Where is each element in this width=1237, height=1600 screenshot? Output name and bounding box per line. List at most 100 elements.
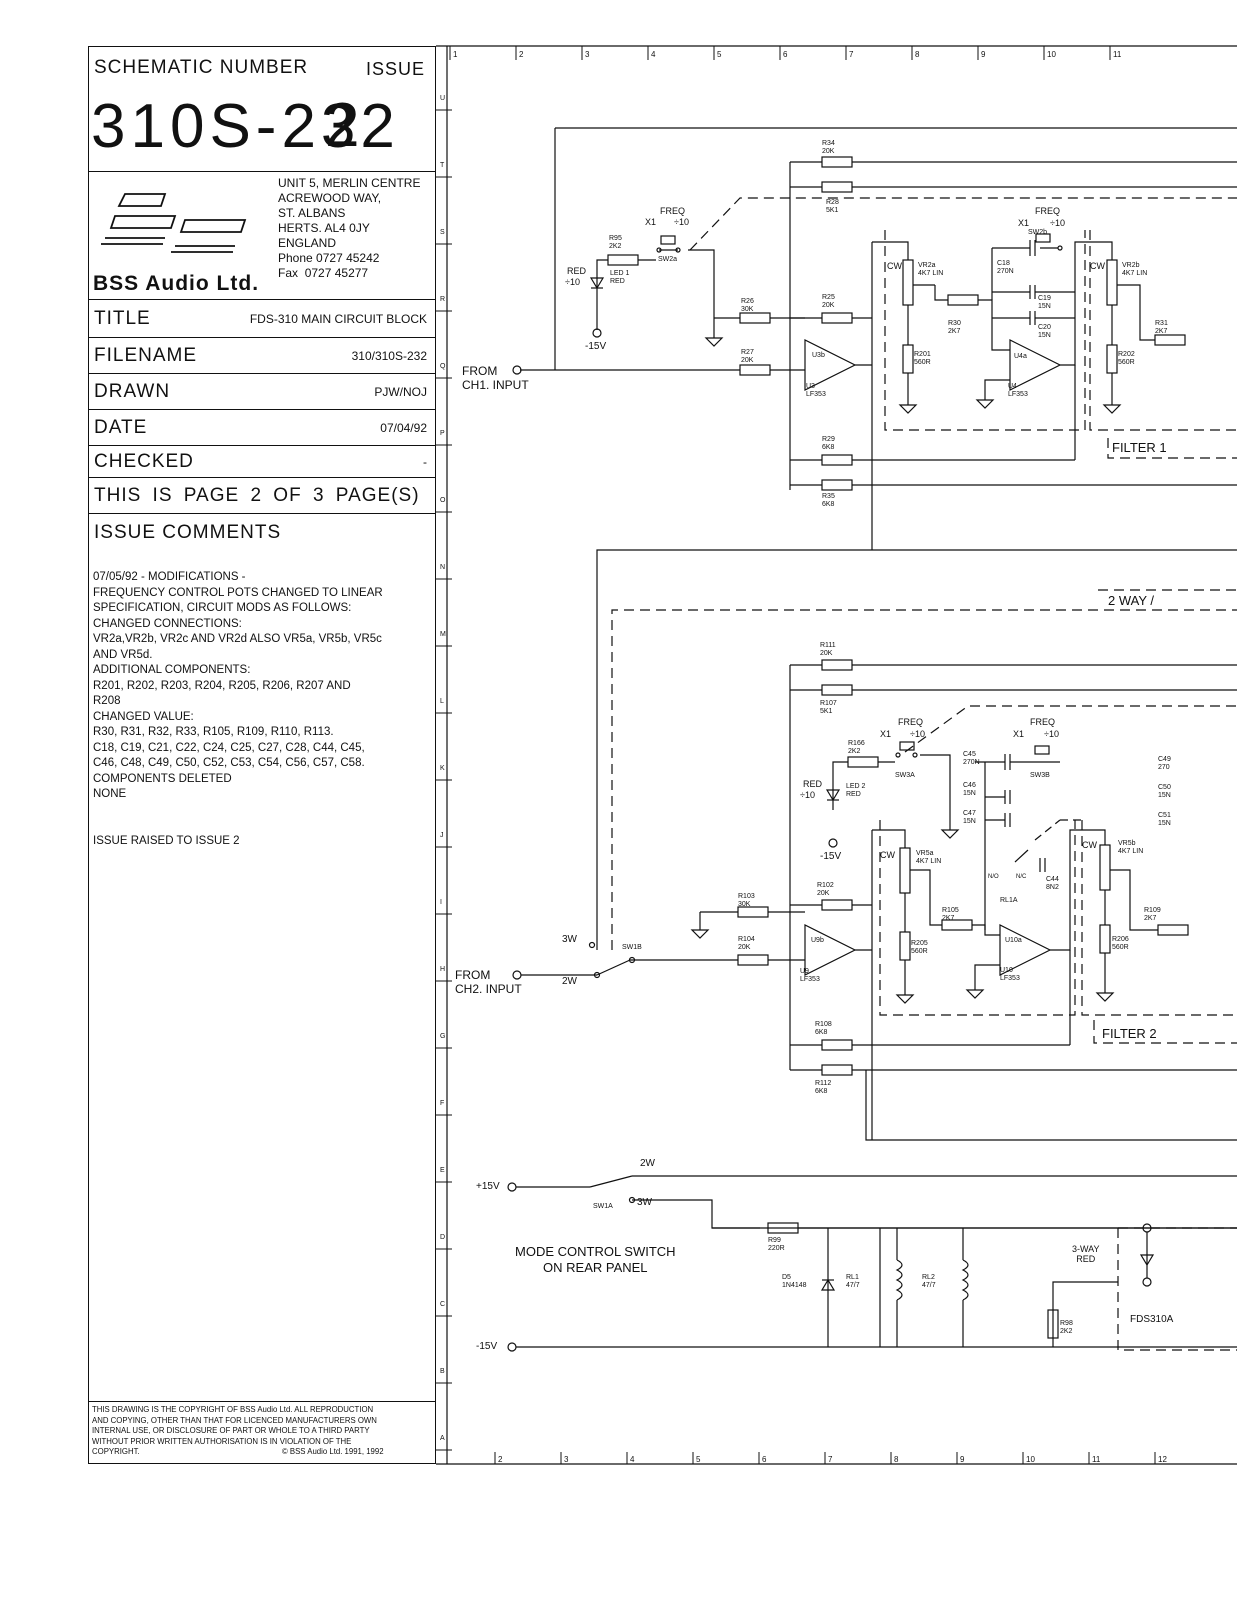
value: 20K: [741, 357, 754, 364]
ch1-input-terminal: [512, 365, 522, 375]
switch-contact: [1057, 245, 1063, 251]
grid-row-label: P: [440, 430, 445, 437]
value: 6K8: [815, 1088, 828, 1095]
grid-row-label: M: [440, 631, 446, 638]
date-row: DATE 07/04/92: [89, 410, 435, 446]
value: LF353: [806, 391, 826, 398]
grid-row-label: Q: [440, 363, 446, 370]
copyright-line: THIS DRAWING IS THE COPYRIGHT OF BSS Aud…: [92, 1405, 374, 1414]
grid-row-label: O: [440, 497, 446, 504]
grid-row-label: I: [440, 899, 442, 906]
plus15v-label: +15V: [476, 1181, 500, 1192]
ref: R112: [815, 1080, 832, 1087]
ground-symbol: [940, 829, 960, 839]
value: 4K7 LIN: [918, 270, 944, 277]
value: 560R: [911, 948, 928, 955]
comments-list: 07/05/92 - MODIFICATIONS - FREQUENCY CON…: [93, 570, 433, 849]
ref: C45: [963, 751, 976, 758]
issue-comments-label: ISSUE COMMENTS: [94, 522, 282, 543]
grid-row-label: J: [440, 832, 444, 839]
value: 560R: [1112, 944, 1129, 951]
label-sw2a: SW2a: [658, 256, 678, 263]
label-line: RED: [1076, 1254, 1096, 1264]
wire: [872, 241, 909, 260]
ref: R95: [609, 235, 622, 242]
address-line: ENGLAND: [278, 236, 337, 250]
sw-2w-label: 2W: [640, 1158, 655, 1169]
comment-line: ADDITIONAL COMPONENTS:: [93, 664, 251, 676]
value: 220R: [768, 1245, 785, 1252]
comment-line: C18, C19, C21, C22, C24, C25, C27, C28, …: [93, 741, 365, 754]
grid-row-label: E: [440, 1167, 445, 1174]
ref: R25: [822, 294, 835, 301]
comment-line: CHANGED VALUE:: [93, 710, 194, 723]
wire: [984, 379, 1010, 400]
div10-label: ÷10: [1044, 729, 1059, 739]
value: 2K7: [1155, 328, 1168, 335]
label-u4a: U4a: [1014, 353, 1027, 360]
label-u10a: U10a: [1005, 937, 1022, 944]
grid-col-label: 3: [585, 50, 590, 59]
company-box: BSS Audio Ltd. UNIT 5, MERLIN CENTRE ACR…: [89, 172, 435, 300]
grid-row-label: R: [440, 296, 445, 303]
wire: [832, 761, 848, 810]
value: 560R: [1118, 359, 1135, 366]
cw-label: CW: [1090, 261, 1105, 271]
label-u9b: U9b: [811, 937, 824, 944]
ref: R107: [820, 700, 837, 707]
ref: LED 2: [846, 783, 866, 790]
value: 2K7: [942, 915, 955, 922]
grid-row-label: C: [440, 1301, 445, 1308]
filename-value: 310/310S-232: [351, 349, 427, 363]
grid-col-label: 8: [915, 50, 920, 59]
fax-label: Fax: [278, 266, 299, 280]
three-way-label: 3-WAY RED: [1072, 1244, 1100, 1264]
bss-logo: [101, 193, 247, 253]
ref: VR2a: [918, 262, 936, 269]
gang-link: [689, 197, 1237, 251]
value: LF353: [1008, 391, 1028, 398]
value: 270N: [963, 759, 980, 766]
page-row: THIS IS PAGE 2 OF 3 PAGE(S): [89, 478, 435, 514]
led-1-symbol: [589, 277, 605, 290]
grid-row-label: D: [440, 1234, 445, 1241]
resistor-r109: [1157, 924, 1189, 936]
date-label: DATE: [94, 417, 148, 438]
wire: [1110, 869, 1158, 931]
wire: [872, 829, 906, 848]
copyright-box: THIS DRAWING IS THE COPYRIGHT OF BSS Aud…: [92, 1405, 434, 1458]
issue-label: ISSUE: [365, 59, 425, 79]
wire: [972, 924, 1000, 936]
fax: 0727 45277: [304, 266, 369, 280]
grid-col-label: 8: [894, 1455, 899, 1464]
minus15v-label: -15V: [476, 1341, 498, 1352]
ref: C50: [1158, 784, 1171, 791]
value: 20K: [822, 302, 835, 309]
company-name: BSS Audio Ltd.: [93, 272, 260, 295]
label-sw2b: SW2b: [1028, 229, 1048, 236]
label-nc: N/C: [1016, 874, 1027, 880]
label-line: 3-WAY: [1072, 1244, 1100, 1254]
label-line: CH2. INPUT: [455, 982, 522, 996]
x1-label: X1: [645, 217, 657, 227]
value: 560R: [914, 359, 931, 366]
value: 15N: [963, 818, 976, 825]
schematic-number: 310S-232: [91, 92, 400, 161]
